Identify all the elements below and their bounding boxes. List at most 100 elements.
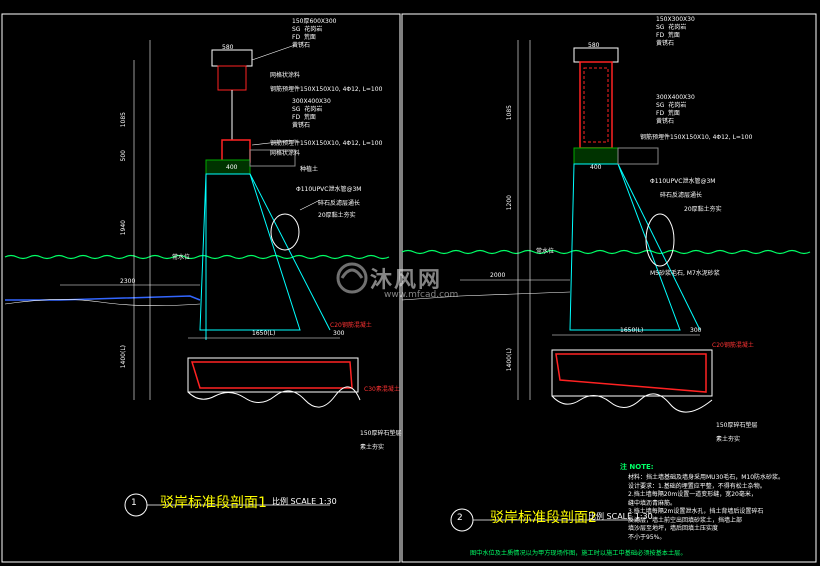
- foundation-outline-right: [551, 349, 713, 397]
- label-right-20: 素土夯实: [716, 436, 741, 443]
- label-left-6: 网格状涂料: [270, 72, 301, 79]
- dim-col-b-left: 500: [120, 150, 127, 162]
- footer-note: 图中水位及土质情况以为甲方现场作图，施工时以施工中基础必须按基本土层。: [470, 550, 687, 557]
- label-right-16: 常水位: [536, 248, 555, 255]
- scale-right: 比例 SCALE 1:30: [588, 512, 653, 521]
- label-right-14: 碎石反滤层通长: [660, 192, 703, 199]
- scale-left: 比例 SCALE 1:30: [272, 497, 337, 506]
- dim-base-off-left: 300: [333, 330, 345, 337]
- dim-top-left: 580: [222, 44, 234, 51]
- label-left-16: 种植土: [300, 166, 319, 173]
- left-sheet-border: [1, 13, 401, 563]
- label-right-15: 20厚黏土夯实: [684, 206, 722, 213]
- dim-top-right: 580: [588, 42, 600, 49]
- bed-texture-left: [4, 299, 201, 306]
- label-left-9: SG: [292, 106, 301, 113]
- wall-body-left: [199, 173, 301, 331]
- note-0: 材料：挡土墙基础及墙身采用MU30毛石，M10防水砂浆。: [628, 474, 785, 481]
- note-2: 2.挡土墙每隔20m设置一道变形缝，宽20毫米，: [628, 491, 757, 498]
- label-right-4: 荒面: [667, 32, 680, 39]
- label-left-0: 150厚600X300: [292, 18, 337, 25]
- gravel-bed-right: [551, 393, 713, 413]
- label-left-24: C30素混凝土: [364, 386, 400, 393]
- label-left-22: 150厚碎石垫层: [360, 430, 402, 437]
- pavement-right: [617, 147, 659, 165]
- dim-col-c-left: 1940: [120, 220, 127, 236]
- water-line-left: [4, 254, 390, 260]
- label-left-19: 20厚黏土夯实: [318, 212, 356, 219]
- label-left-20: 常水位: [172, 254, 191, 261]
- title-left: 驳岸标准段剖面1: [160, 495, 267, 511]
- dim-small-right: 400: [590, 164, 602, 171]
- notes-title: 注 NOTE:: [620, 463, 654, 471]
- labels-left-block1: 150厚600X300 SG 花岗岩 FD 荒面 黄锈石: [292, 18, 336, 50]
- gravel-filter-left: [270, 213, 300, 251]
- water-line-right: [401, 249, 811, 255]
- notes-block: 材料：挡土墙基础及墙身采用MU30毛石，M10防水砂浆。 设计要求：1.基础的埋…: [628, 474, 813, 542]
- labels-right-block1: 150X300X30 SG 花岗岩 FD 荒面 黄锈石: [656, 16, 695, 48]
- dim-bottom-left: 1400(L): [120, 345, 127, 369]
- dim-base-left-label: 1650(L): [252, 330, 276, 337]
- dim-small-left: 400: [226, 164, 238, 171]
- note-3: 缝中填沥青麻筋。: [628, 499, 677, 507]
- label-right-17: M5砂浆毛石, M7水泥砂浆: [650, 270, 720, 277]
- label-left-10: 花岗岩: [304, 106, 323, 113]
- dim-bottom-right: 1400(L): [506, 348, 513, 372]
- dim-horiz-left: 2300: [120, 278, 136, 285]
- label-right-1: SG: [656, 24, 665, 31]
- dim-col-a-left: 1085: [120, 112, 127, 128]
- label-right-6: 300X400X30: [656, 94, 695, 101]
- label-left-18: 碎石反滤层通长: [318, 200, 361, 207]
- dim-base-right-label: 1650(L): [620, 327, 644, 334]
- foundation-outline-left: [187, 357, 359, 393]
- label-left-12: 荒面: [303, 114, 316, 121]
- label-right-7: SG: [656, 102, 665, 109]
- label-right-5: 黄锈石: [656, 40, 675, 47]
- dim-col-b-right: 1200: [506, 195, 513, 211]
- right-sheet-border: [401, 13, 817, 563]
- dim-horiz-right: 2000: [490, 272, 506, 279]
- column-inner-right: [583, 67, 609, 143]
- watermark-url: www.mfcad.com: [384, 290, 459, 300]
- label-left-4: 荒面: [303, 34, 316, 41]
- dim-base-off-right: 300: [690, 327, 702, 334]
- label-left-11: FD: [292, 114, 301, 121]
- pavement-left: [249, 149, 296, 167]
- label-right-13: Φ110UPVC泄水管@3M: [650, 178, 716, 185]
- labels-right-block2: 300X400X30 SG 花岗岩 FD 荒面 黄锈石: [656, 94, 695, 126]
- watermark-logo: [336, 262, 368, 294]
- label-left-3: FD: [292, 34, 301, 41]
- label-left-23: 素土夯实: [360, 444, 385, 451]
- note-6: 填沙层至地坪，墙后回填土压实度: [628, 525, 719, 532]
- label-left-14: 钢筋预埋件150X150X10, 4Φ12, L=100: [270, 140, 383, 147]
- section-left: [4, 40, 390, 408]
- wall-body-right: [569, 163, 681, 331]
- label-right-2: 花岗岩: [668, 24, 687, 31]
- labels-left-block2: 300X400X30 SG 花岗岩 FD 荒面 黄锈石: [292, 98, 331, 130]
- leader-2-left: [251, 139, 296, 146]
- label-right-18: C20钢筋混凝土: [712, 342, 754, 349]
- label-right-3: FD: [656, 32, 665, 39]
- foundation-red-right: [555, 353, 707, 393]
- bed-line-left: [5, 295, 201, 301]
- bed-line-right: [401, 291, 571, 301]
- label-left-21: C20钢筋混凝土: [330, 322, 372, 329]
- sheet-no-right: 2: [457, 513, 463, 523]
- note-1: 设计要求：1.基础的埋置应平整，不得有松土杂物。: [628, 482, 766, 490]
- label-right-11: 黄锈石: [656, 118, 675, 125]
- label-left-8: 300X400X30: [292, 98, 331, 105]
- note-4: 3.挡土墙每隔2m设置泄水孔，挡土背墙后设置碎石: [628, 508, 764, 515]
- dim-col-a-right: 1085: [506, 105, 513, 121]
- leader-1-left: [251, 44, 296, 61]
- title-right: 驳岸标准段剖面2: [490, 510, 597, 526]
- label-right-19: 150厚碎石垫层: [716, 422, 758, 429]
- watermark-text: 沐风网: [370, 268, 443, 293]
- label-left-1: SG: [292, 26, 301, 33]
- label-left-5: 黄锈石: [292, 42, 311, 49]
- label-left-7: 钢筋预埋件150X150X10, 4Φ12, L=100: [270, 86, 383, 93]
- label-left-2: 花岗岩: [304, 26, 323, 33]
- sheet-no-left: 1: [131, 498, 137, 508]
- label-right-8: 花岗岩: [668, 102, 687, 109]
